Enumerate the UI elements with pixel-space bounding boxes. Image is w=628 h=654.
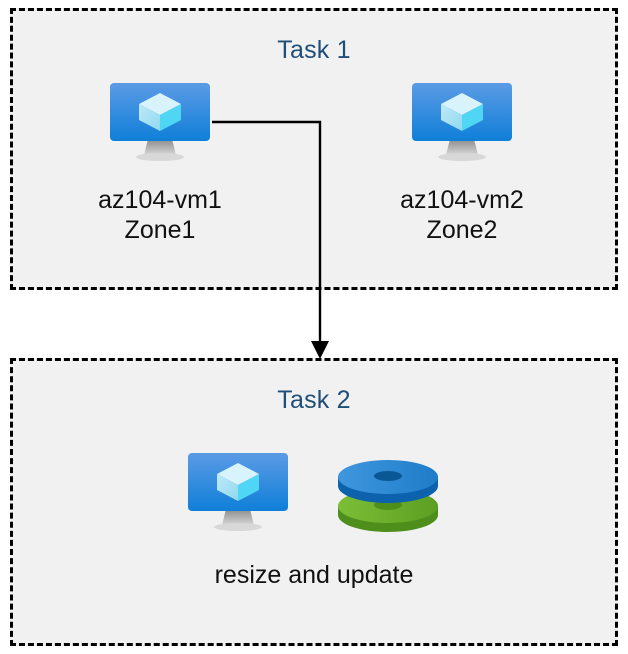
task-2-caption: resize and update: [13, 561, 615, 591]
vm1-zone: Zone1: [124, 215, 196, 244]
task-2-title: Task 2: [277, 386, 351, 414]
node-label-az104-vm2: az104-vm2 Zone2: [372, 186, 552, 245]
task-2-caption-text: resize and update: [214, 561, 414, 589]
node-label-az104-vm1: az104-vm1 Zone1: [70, 186, 250, 245]
azure-virtual-machine-icon[interactable]: [186, 451, 290, 539]
azure-virtual-machine-icon: [410, 81, 514, 169]
task-2-icon-row: [13, 451, 615, 539]
node-az104-vm2[interactable]: az104-vm2 Zone2: [372, 81, 552, 245]
vm1-name: az104-vm1: [98, 186, 222, 214]
vm2-zone: Zone2: [426, 215, 498, 244]
task-1-container: Task 1: [10, 8, 618, 290]
connector-arrowhead: [311, 341, 329, 359]
node-az104-vm1[interactable]: az104-vm1 Zone1: [70, 81, 250, 245]
task-1-title: Task 1: [277, 36, 351, 64]
azure-disk-icon[interactable]: [334, 451, 442, 537]
task-2-container: Task 2: [10, 358, 618, 646]
vm2-name: az104-vm2: [400, 186, 524, 214]
azure-virtual-machine-icon: [108, 81, 212, 169]
